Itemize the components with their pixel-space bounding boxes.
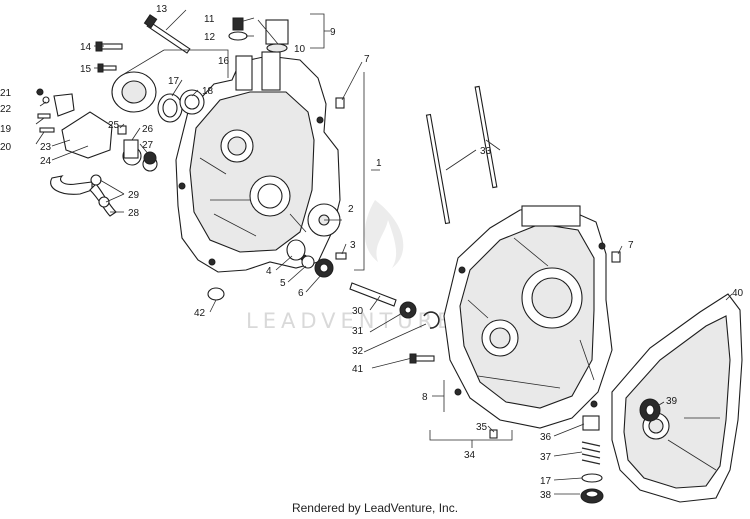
watermark-text: LEADVENTURE [246,309,456,333]
callout-16: 16 [218,56,230,67]
callout-20: 20 [0,142,12,153]
footer-credit: Rendered by LeadVenture, Inc. [291,501,459,515]
callout-21: 21 [0,88,12,99]
callout-7-left: 7 [364,54,370,65]
callout-33: 33 [480,146,492,157]
callout-18: 18 [202,86,214,97]
callout-34: 34 [464,450,476,461]
leader-lines [35,9,733,495]
callout-13: 13 [156,4,168,15]
callout-42: 42 [194,308,206,319]
callout-29: 29 [128,190,140,201]
callout-38: 38 [540,490,552,501]
callout-39: 39 [666,396,678,407]
callout-14: 14 [80,42,92,53]
callout-23: 23 [40,142,52,153]
callout-37: 37 [540,452,552,463]
callout-8: 8 [422,392,428,403]
callout-9: 9 [330,27,336,38]
callout-10: 10 [294,44,306,55]
callout-28: 28 [128,208,140,219]
callout-36: 36 [540,432,552,443]
callout-26: 26 [142,124,154,135]
callout-6: 6 [298,288,304,299]
callout-25: 25 [108,120,120,131]
callout-3: 3 [350,240,356,251]
callout-2: 2 [348,204,354,215]
callout-35: 35 [476,422,488,433]
gasket-40 [611,293,743,503]
callout-27: 27 [142,140,154,151]
left-crankcase-cover [175,51,341,273]
watermark: LEADVENTURE [246,200,456,333]
callout-5: 5 [280,278,286,289]
callout-15: 15 [80,64,92,75]
callout-24: 24 [40,156,52,167]
small-parts [36,14,661,504]
callout-12: 12 [204,32,216,43]
callout-31: 31 [352,326,364,337]
callout-17-lower: 17 [540,476,552,487]
callout-7-right: 7 [628,240,634,251]
callout-labels: 1 2 3 4 5 6 7 7 8 9 10 11 12 13 14 15 16… [0,4,744,501]
callout-11: 11 [204,14,215,25]
callout-1: 1 [376,158,382,169]
callout-40: 40 [732,288,744,299]
callout-32: 32 [352,346,364,357]
callout-17-upper: 17 [168,76,180,87]
callout-30: 30 [352,306,364,317]
callout-19: 19 [0,124,12,135]
callout-41: 41 [352,364,364,375]
callout-22: 22 [0,104,12,115]
callout-4: 4 [266,266,272,277]
right-crankcase [443,205,613,429]
water-pump-assembly [50,71,183,217]
